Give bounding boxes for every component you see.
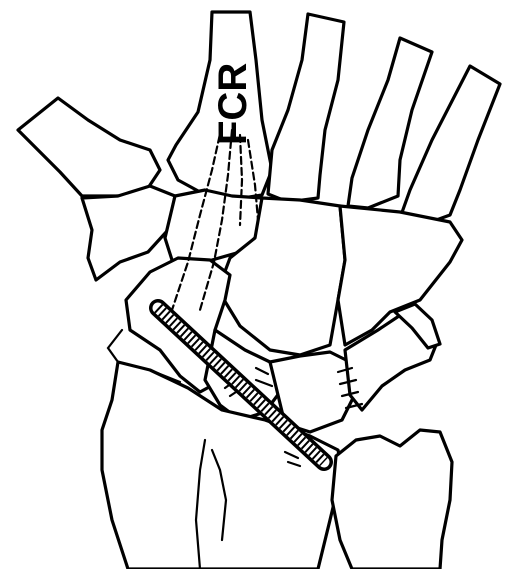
- ulna: [332, 430, 452, 569]
- metacarpal-middle: [268, 14, 344, 202]
- metacarpal-thumb: [18, 98, 160, 196]
- fcr-label: FCR: [211, 63, 255, 145]
